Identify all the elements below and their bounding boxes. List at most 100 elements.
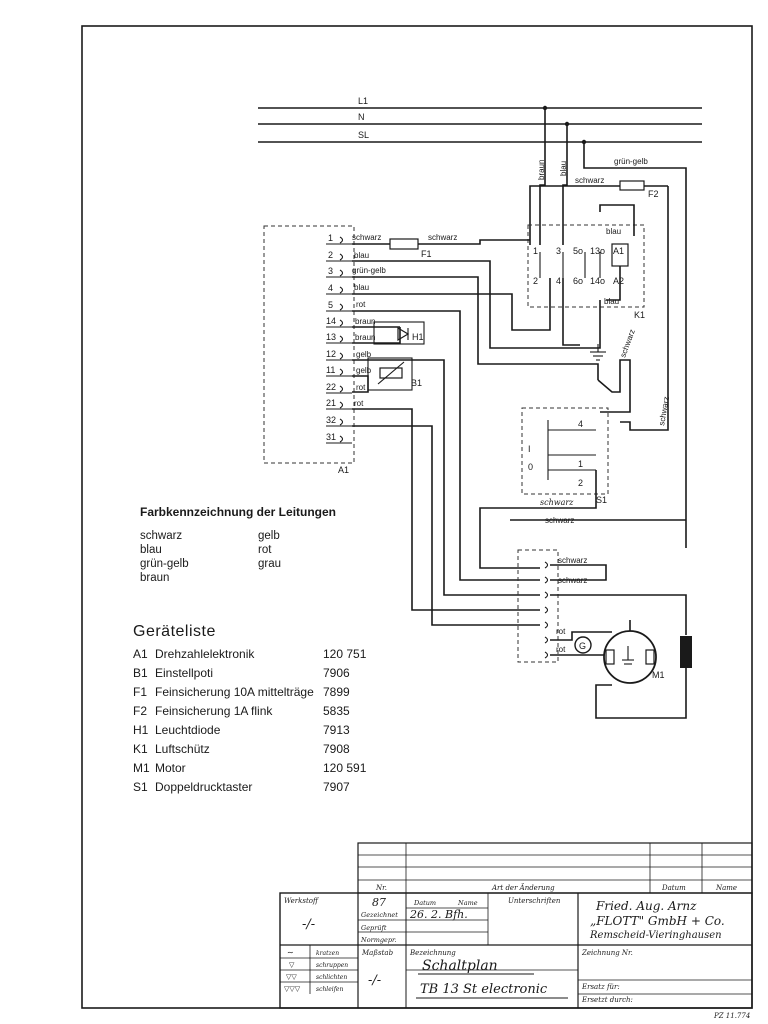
k1-pin-14: 14o: [590, 276, 605, 286]
term-12: 12: [326, 349, 336, 359]
term-4: 4: [328, 283, 333, 293]
rail-label-l1: L1: [358, 96, 368, 106]
legend-color: schwarz: [140, 530, 183, 542]
bezeichnung-value-1: Schaltplan: [422, 958, 498, 974]
wire-t14: braun: [355, 317, 375, 326]
s1-pin-4: 4: [578, 419, 583, 429]
wire-t12: gelb: [356, 350, 372, 359]
term-32: 32: [326, 415, 336, 425]
term-22: 22: [326, 382, 336, 392]
svg-text:▽▽: ▽▽: [286, 974, 297, 981]
label-s1: S1: [596, 495, 607, 505]
wire-t1b: schwarz: [428, 233, 457, 242]
legend-color: grau: [258, 558, 282, 570]
surface-schlichten: schlichten: [316, 974, 347, 981]
k1-pin-a2: A2: [613, 276, 624, 286]
poti-b1: B1: [367, 357, 422, 391]
part-name: Einstellpoti: [155, 666, 214, 680]
wire-t22: rot: [356, 383, 366, 392]
k1-blau-top: blau: [606, 227, 621, 236]
legend-color: braun: [140, 572, 170, 584]
label-a1: A1: [338, 465, 349, 475]
color-legend: Farbkennzeichnung der Leitungen schwarz …: [140, 505, 380, 585]
wire-label-gruen-gelb-top: grün-gelb: [614, 157, 648, 166]
gezeichnet-value: 26. 2. Bfh.: [409, 908, 468, 921]
surface-schruppen: schruppen: [316, 962, 348, 969]
term-21: 21: [326, 398, 336, 408]
wire-s1-schwarz: schwarz: [540, 498, 574, 507]
k1-pin-a1: A1: [613, 246, 624, 256]
massstab-value: -/-: [368, 973, 381, 988]
s1-pin-1: 1: [578, 459, 583, 469]
wire-label-blau-v: blau: [559, 161, 568, 176]
company-flott: „FLOTT" GmbH + Co.: [590, 914, 725, 928]
wire-t13: braun: [355, 333, 375, 342]
rev-name: Name: [715, 884, 737, 892]
part-name: Drehzahlelektronik: [155, 647, 255, 661]
wire-schwarz-v1: schwarz: [618, 328, 636, 359]
legend-title: Farbkennzeichnung der Leitungen: [140, 505, 337, 519]
part-number: 7908: [323, 742, 350, 756]
part-code: H1: [133, 723, 149, 737]
name-label: Name: [457, 899, 478, 907]
wire-schwarz-mid: schwarz: [545, 516, 574, 525]
werkstoff-label: Werkstoff: [284, 897, 319, 905]
rev-datum: Datum: [661, 884, 686, 892]
label-k1: K1: [634, 310, 645, 320]
label-f2: F2: [648, 189, 659, 199]
term-31: 31: [326, 432, 336, 442]
k1-pin-5: 5o: [573, 246, 583, 256]
label-g: G: [579, 641, 586, 651]
wire-t4: blau: [354, 283, 369, 292]
part-code: A1: [133, 647, 148, 661]
wiring: schwarz schwarz: [352, 260, 671, 626]
rail-label-n: N: [358, 112, 365, 122]
year-value: 87: [372, 896, 386, 909]
choke: [680, 636, 692, 668]
contactor-k1: blau 1 3 5o 13o A1 2 4 6o 14o A2 blau K1: [527, 204, 645, 320]
label-h1: H1: [412, 332, 424, 342]
fuse-f2: [619, 180, 645, 191]
surface-kratzen: kratzen: [316, 950, 339, 957]
datum-label: Datum: [413, 899, 436, 907]
s1-label-0: 0: [528, 462, 533, 472]
wire-t3: grün-gelb: [352, 266, 386, 275]
part-number: 7913: [323, 723, 350, 737]
rail-label-sl: SL: [358, 130, 369, 140]
rail-drops: braun blau grün-gelb schwarz F2: [529, 108, 687, 548]
power-rails: L1 N SL: [258, 96, 702, 145]
wire-m-rot2: rot: [556, 645, 566, 654]
svg-text:∼: ∼: [287, 948, 294, 957]
term-13: 13: [326, 332, 336, 342]
parts-title: Geräteliste: [133, 623, 216, 640]
wire-t5: rot: [356, 300, 366, 309]
bezeichnung-value-2: TB 13 St electronic: [420, 982, 548, 997]
wire-schwarz-v2: schwarz: [657, 396, 671, 426]
terminal-strip: 1 2 3 4 5 14 13 12 11 22 21 32 31 schwar…: [326, 233, 457, 444]
wire-t1: schwarz: [352, 233, 381, 242]
part-name: Motor: [155, 761, 186, 775]
s1-pin-2: 2: [578, 478, 583, 488]
wire-label-braun-v: braun: [537, 160, 546, 180]
bezeichnung-label: Bezeichnung: [409, 949, 456, 957]
label-m1: M1: [652, 670, 665, 680]
massstab-label: Maßstab: [361, 949, 394, 957]
part-name: Doppeldrucktaster: [155, 780, 253, 794]
svg-text:▽▽▽: ▽▽▽: [284, 986, 301, 993]
part-number: 7899: [323, 685, 350, 699]
title-block: Nr. Art der Änderung Datum Name Werkstof…: [284, 883, 750, 1020]
form-number: PZ 11.774: [713, 1012, 750, 1020]
part-number: 5835: [323, 704, 350, 718]
legend-grid: schwarz gelb blau rot grün-gelb grau bra…: [140, 529, 380, 585]
legend-color: rot: [258, 544, 272, 556]
geprueft-label: Geprüft: [361, 924, 387, 932]
company-city: Remscheid-Vieringhausen: [589, 930, 722, 941]
rev-art: Art der Änderung: [491, 883, 555, 892]
part-number: 7906: [323, 666, 350, 680]
part-code: K1: [133, 742, 148, 756]
part-code: S1: [133, 780, 148, 794]
